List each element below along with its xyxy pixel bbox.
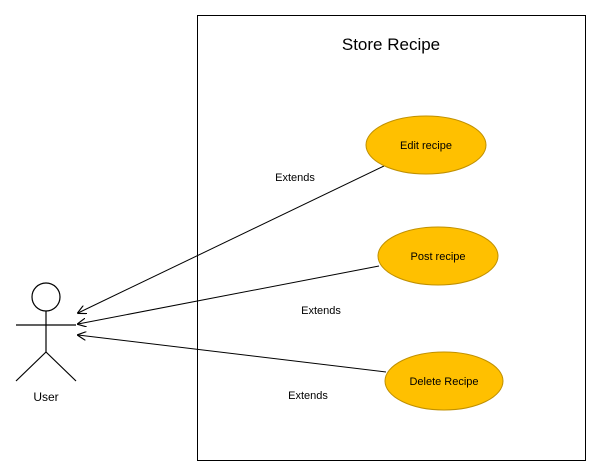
association-post-recipe: [78, 265, 380, 324]
actor-head: [31, 282, 61, 312]
actor-user[interactable]: [15, 282, 77, 382]
use-case-label: Edit recipe: [400, 140, 452, 152]
use-case-delete-recipe[interactable]: Delete Recipe: [384, 351, 504, 411]
relation-label: Extends: [288, 390, 328, 402]
use-case-label: Post recipe: [410, 251, 465, 263]
relation-label: Extends: [275, 172, 315, 184]
use-case-edit-recipe[interactable]: Edit recipe: [365, 115, 487, 175]
association-delete-recipe: [78, 335, 387, 373]
use-case-ellipse: [384, 351, 504, 411]
system-title: Store Recipe: [342, 35, 440, 54]
actor-right-leg: [45, 351, 77, 382]
use-case-ellipse: [365, 115, 487, 175]
use-case-ellipse: [377, 226, 499, 286]
use-case-label: Delete Recipe: [409, 376, 478, 388]
association-edit-recipe: [78, 165, 385, 313]
actor-label: User: [33, 390, 58, 404]
actor-left-leg: [15, 351, 47, 382]
use-case-post-recipe[interactable]: Post recipe: [377, 226, 499, 286]
relation-label: Extends: [301, 305, 341, 317]
